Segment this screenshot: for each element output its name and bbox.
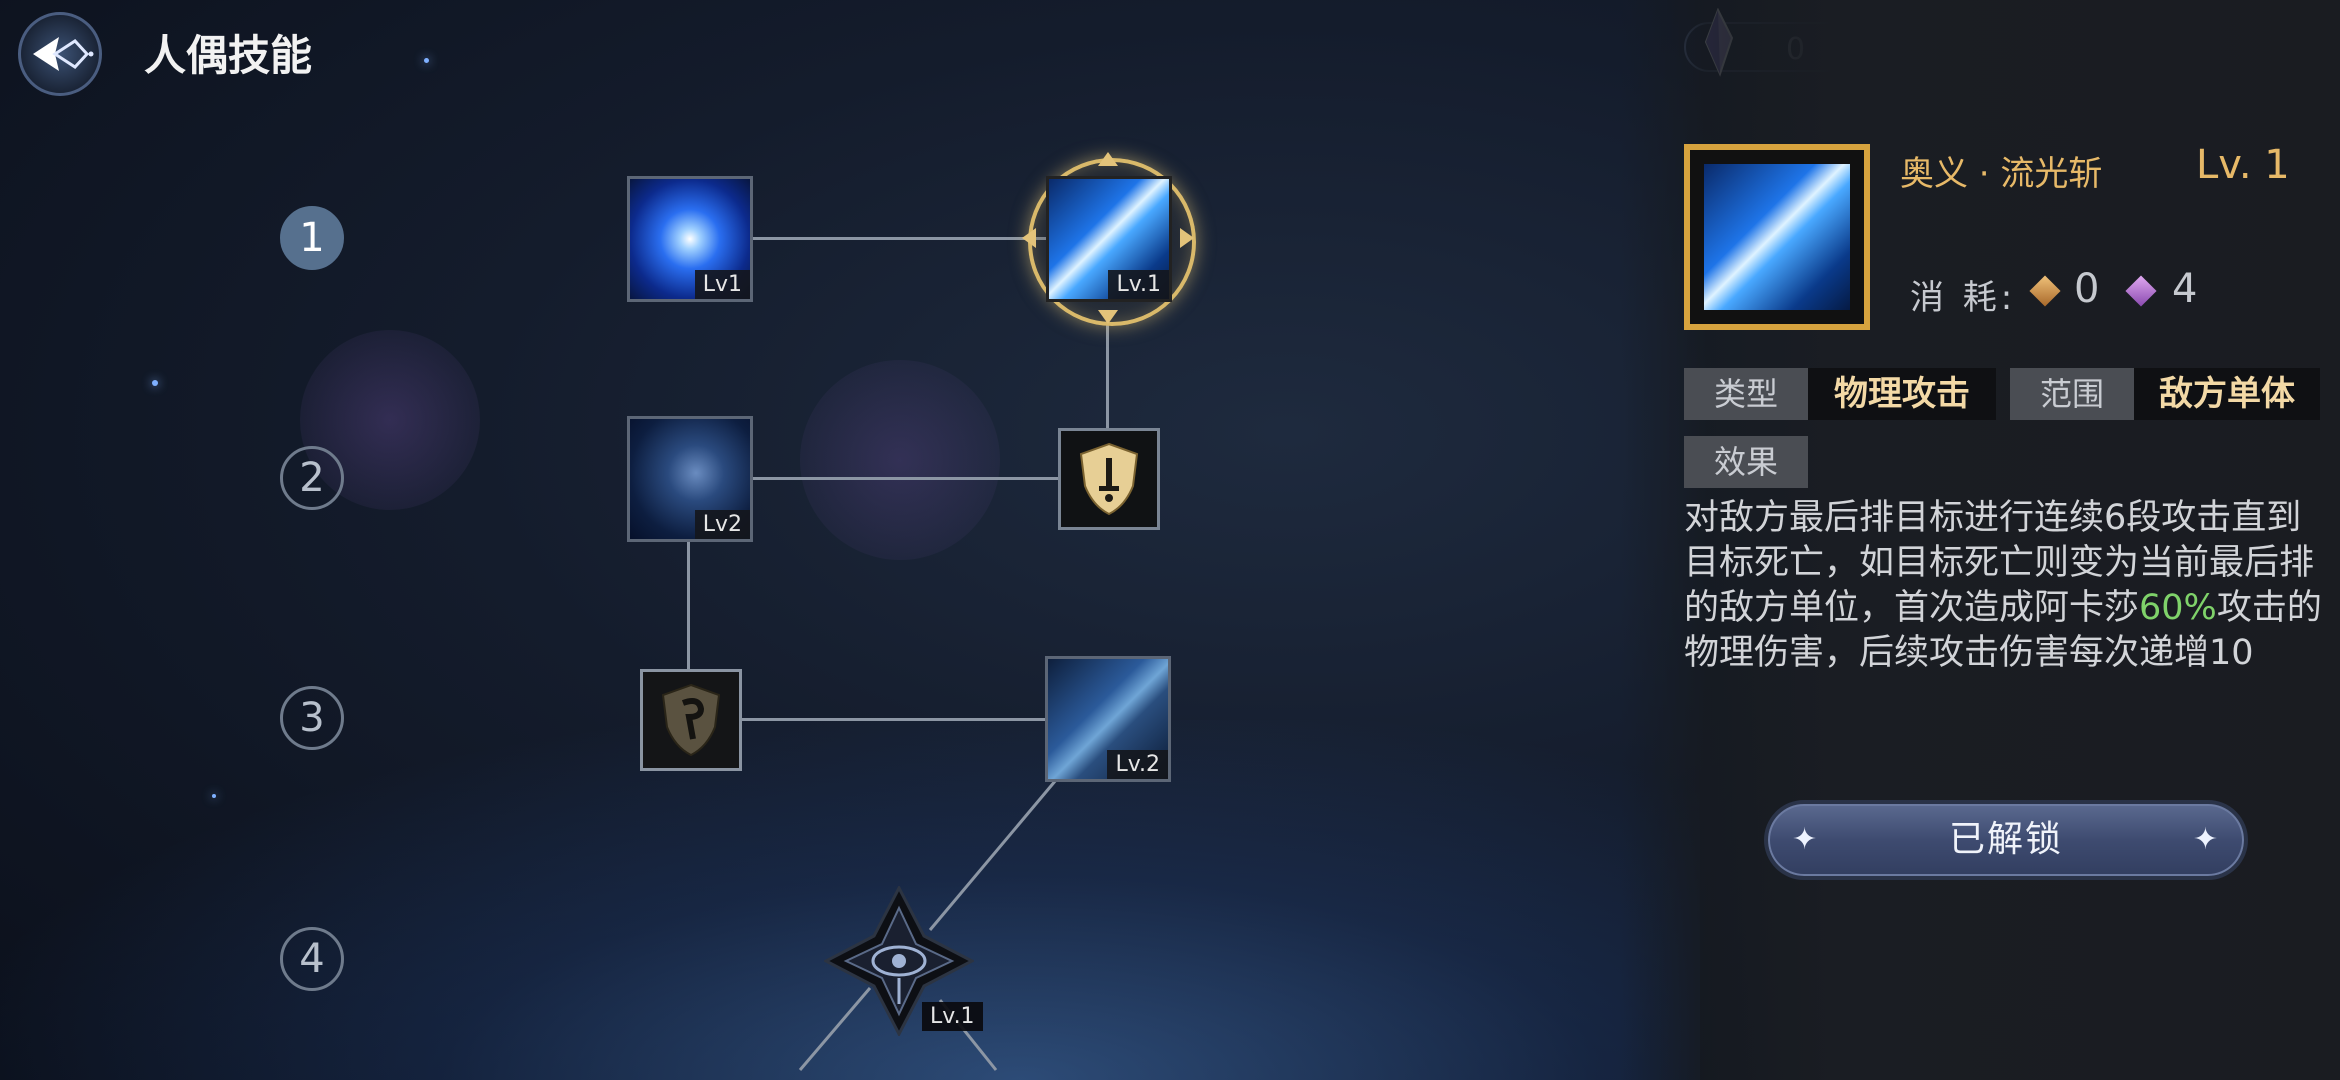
skill-level-label: Lv.1: [922, 1002, 983, 1031]
cost-gold-value: 0: [2074, 266, 2100, 312]
connector-line: [750, 237, 1050, 240]
skill-node-tier1-right-selected[interactable]: Lv.1: [1046, 176, 1172, 302]
sparkle: [152, 380, 158, 386]
ultimate-node-tier4[interactable]: [822, 884, 976, 1038]
skill-level: Lv. 1: [2196, 142, 2290, 188]
passive-node-tier2-right[interactable]: [1058, 428, 1160, 530]
star-icon: ✦: [2192, 822, 2220, 857]
star-icon: ✦: [1792, 822, 1820, 857]
rune-shield-icon: [661, 683, 721, 757]
skill-name: 奥义 · 流光斩: [1900, 154, 2103, 194]
cost-label: 消 耗:: [1910, 278, 2017, 318]
passive-node-tier3-left[interactable]: [640, 669, 742, 771]
sword-shield-icon: [1079, 442, 1139, 516]
tier-number-4: 4: [280, 927, 344, 991]
eye-emblem-icon: [822, 884, 976, 1038]
selection-marker-icon: [1022, 152, 1194, 324]
skill-description: 对敌方最后排目标进行连续6段攻击直到目标死亡，如目标死亡则变为当前最后排的敌方单…: [1684, 496, 2324, 676]
back-button[interactable]: [18, 12, 102, 96]
skill-level-label: Lv2: [694, 510, 750, 539]
skill-node-tier2-left[interactable]: Lv2: [627, 416, 753, 542]
connector-line: [1106, 315, 1109, 431]
tier-number-3: 3: [280, 686, 344, 750]
skill-level-label: Lv.2: [1107, 750, 1168, 779]
page-title: 人偶技能: [144, 31, 313, 80]
range-key: 范围: [2010, 368, 2134, 420]
selected-skill-icon: [1684, 144, 1870, 330]
type-value: 物理攻击: [1808, 368, 1996, 420]
skill-level-label: Lv.1: [1108, 270, 1169, 299]
connector-line: [738, 718, 1050, 721]
type-key: 类型: [1684, 368, 1808, 420]
damage-percent: 60%: [2139, 588, 2217, 628]
skill-node-tier3-right[interactable]: Lv.2: [1045, 656, 1171, 782]
sparkle: [424, 58, 429, 63]
connector-line: [750, 477, 1062, 480]
unlocked-label: 已解锁: [1948, 819, 2063, 860]
sparkle: [212, 794, 216, 798]
connector-line: [687, 540, 690, 670]
skill-art: [1704, 164, 1850, 310]
skill-level-label: Lv1: [694, 270, 750, 299]
cost-purple-value: 4: [2172, 266, 2198, 312]
effect-key: 效果: [1684, 436, 1808, 488]
description-text: 攻击的物理伤害，后续攻击伤害每次递增10: [1684, 588, 2322, 673]
back-arrow-icon: [33, 37, 94, 71]
description-text: 对敌方最后排目标进行连续6段攻击直到目标死亡，如目标死亡则变为当前最后排的敌方单…: [1684, 498, 2315, 628]
unlocked-button[interactable]: ✦ 已解锁 ✦: [1764, 800, 2248, 880]
tier-number-1: 1: [280, 206, 344, 270]
tier-number-2: 2: [280, 446, 344, 510]
range-value: 敌方单体: [2134, 368, 2320, 420]
skill-node-tier1-left[interactable]: Lv1: [627, 176, 753, 302]
